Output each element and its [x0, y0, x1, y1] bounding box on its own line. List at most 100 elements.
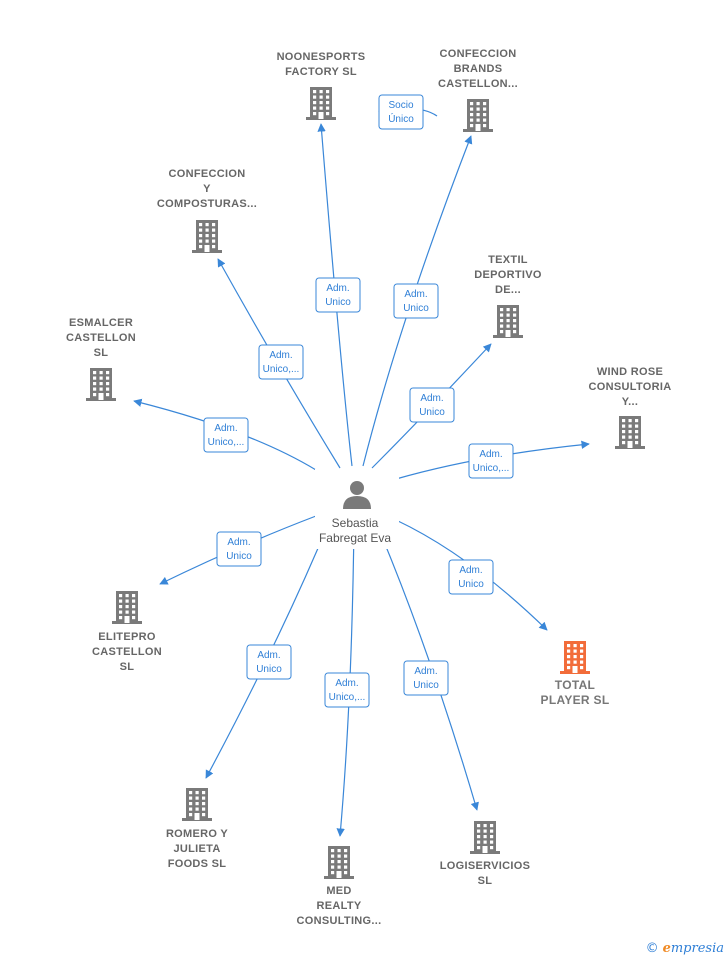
edge-label-line: Unico,...	[208, 437, 245, 448]
company-node-wind-rose[interactable]: WIND ROSE CONSULTORIA Y...	[589, 366, 672, 449]
company-label-line: TEXTIL	[488, 254, 528, 266]
edge-label-confeccion-brands[interactable]: Adm. Unico	[393, 283, 439, 319]
edge-label-romero-julieta[interactable]: Adm. Unico	[246, 644, 292, 680]
building-icon[interactable]	[182, 788, 212, 821]
building-icon[interactable]	[615, 416, 645, 449]
edge-label-line: Adm.	[459, 565, 482, 576]
company-label-line: SL	[120, 661, 135, 673]
company-label-line: CONSULTING...	[297, 915, 382, 927]
building-icon[interactable]	[86, 368, 116, 401]
company-label-line: COMPOSTURAS...	[157, 198, 257, 210]
edge-label-line: Unico,...	[473, 463, 510, 474]
edge-label-line: Adm.	[479, 449, 502, 460]
edge-label-line: Adm.	[420, 393, 443, 404]
edge-label-confeccion-composturas[interactable]: Adm. Unico,...	[258, 344, 304, 380]
edge-label-logiservicios[interactable]: Adm. Unico	[403, 660, 449, 696]
edge-label-line: Unico	[419, 407, 445, 418]
building-icon[interactable]	[470, 821, 500, 854]
empresia-logo[interactable]: ©empresia	[646, 941, 724, 956]
company-label-line: ESMALCER	[69, 317, 133, 329]
company-node-confeccion-brands[interactable]: CONFECCION BRANDS CASTELLON...	[438, 48, 518, 132]
edge-label-line: Unico	[325, 297, 351, 308]
building-icon[interactable]	[324, 846, 354, 879]
company-label-line: Y	[203, 183, 211, 195]
company-label-line: Y...	[622, 396, 639, 408]
edge-label-line: Unico,...	[263, 364, 300, 375]
brand-initial: e	[662, 941, 671, 956]
company-label-line: JULIETA	[173, 843, 220, 855]
edge-label-textil-deportivo[interactable]: Adm. Unico	[409, 387, 455, 423]
person-icon[interactable]	[343, 481, 371, 509]
company-node-med-realty[interactable]: MED REALTY CONSULTING...	[297, 846, 382, 927]
company-label-line: FACTORY SL	[285, 66, 357, 78]
edge-label-total-player[interactable]: Adm. Unico	[448, 559, 494, 595]
company-label-line: SL	[94, 347, 109, 359]
building-icon[interactable]	[493, 305, 523, 338]
edge-label-line: Adm.	[269, 350, 292, 361]
company-label-line: NOONESPORTS	[277, 51, 366, 63]
building-icon[interactable]	[112, 591, 142, 624]
building-icon[interactable]	[192, 220, 222, 253]
company-label-line: ELITEPRO	[98, 631, 156, 643]
company-label-line: CASTELLON	[66, 332, 136, 344]
edge-label-line: Adm.	[257, 650, 280, 661]
building-icon[interactable]	[306, 87, 336, 120]
company-label-line: CASTELLON	[92, 646, 162, 658]
edge-label-line: Unico	[226, 551, 252, 562]
company-node-romero-julieta[interactable]: ROMERO Y JULIETA FOODS SL	[166, 788, 228, 870]
edge-label-esmalcer[interactable]: Adm. Unico,...	[203, 417, 249, 453]
company-label-line: CONFECCION	[169, 168, 246, 180]
edge-label-line: Unico,...	[329, 692, 366, 703]
company-node-esmalcer[interactable]: ESMALCER CASTELLON SL	[66, 317, 136, 401]
edge-label-line: Adm.	[227, 537, 250, 548]
edge-label-line: Adm.	[414, 666, 437, 677]
edge-sebastia-to-noonesports	[317, 123, 353, 467]
company-node-noonesports[interactable]: NOONESPORTS FACTORY SL	[277, 51, 366, 120]
copyright-symbol: ©	[645, 941, 659, 956]
edge-label-line: Adm.	[335, 678, 358, 689]
edge-label-line: Socio	[388, 100, 413, 111]
company-label-line: BRANDS	[454, 63, 503, 75]
company-label-line: CONSULTORIA	[589, 381, 672, 393]
brand-name: mpresia	[670, 941, 724, 956]
nodes-layer: NOONESPORTS FACTORY SL CONFECCION BRANDS CAS…	[66, 48, 671, 927]
edge-label-elitepro[interactable]: Adm. Unico	[216, 531, 262, 567]
edge-label-line: Unico	[256, 664, 282, 675]
company-node-textil-deportivo[interactable]: TEXTIL DEPORTIVO DE...	[474, 254, 542, 338]
company-label-line: TOTAL	[555, 678, 595, 692]
edge-label-line: Unico	[458, 579, 484, 590]
edge-label-line: Unico	[403, 303, 429, 314]
person-label-line: Sebastia	[332, 516, 379, 530]
company-label-line: DEPORTIVO	[474, 269, 542, 281]
edge-label-line: Adm.	[404, 289, 427, 300]
company-label-line: CONFECCION	[440, 48, 517, 60]
company-label-line: PLAYER SL	[541, 693, 610, 707]
person-label-line: Fabregat Eva	[319, 531, 391, 545]
edge-label-wind-rose[interactable]: Adm. Unico,...	[468, 443, 514, 479]
company-node-confeccion-composturas[interactable]: CONFECCION Y COMPOSTURAS...	[157, 168, 257, 253]
building-icon[interactable]	[560, 641, 590, 674]
company-label-line: WIND ROSE	[597, 366, 663, 378]
company-label-line: DE...	[495, 284, 521, 296]
company-label-line: FOODS SL	[168, 858, 227, 870]
company-label-line: MED	[326, 885, 351, 897]
edge-label-noonesports[interactable]: Adm. Unico	[315, 277, 361, 313]
edge-label-med-realty[interactable]: Adm. Unico,...	[324, 672, 370, 708]
edge-label-line: Adm.	[326, 283, 349, 294]
company-label-line: REALTY	[317, 900, 362, 912]
company-label-line: LOGISERVICIOS	[440, 860, 531, 872]
edge-label-line: Único	[388, 112, 414, 125]
company-label-line: ROMERO Y	[166, 828, 228, 840]
company-node-elitepro[interactable]: ELITEPRO CASTELLON SL	[92, 591, 162, 673]
edge-label-line: Unico	[413, 680, 439, 691]
edge-sebastia-to-logiservicios	[374, 519, 479, 811]
edge-label-line: Adm.	[214, 423, 237, 434]
building-icon[interactable]	[463, 99, 493, 132]
company-label-line: CASTELLON...	[438, 78, 518, 90]
badges-layer: Adm.UnicoAdm.UnicoAdm.Unico,...Adm.Unico…	[203, 94, 514, 708]
